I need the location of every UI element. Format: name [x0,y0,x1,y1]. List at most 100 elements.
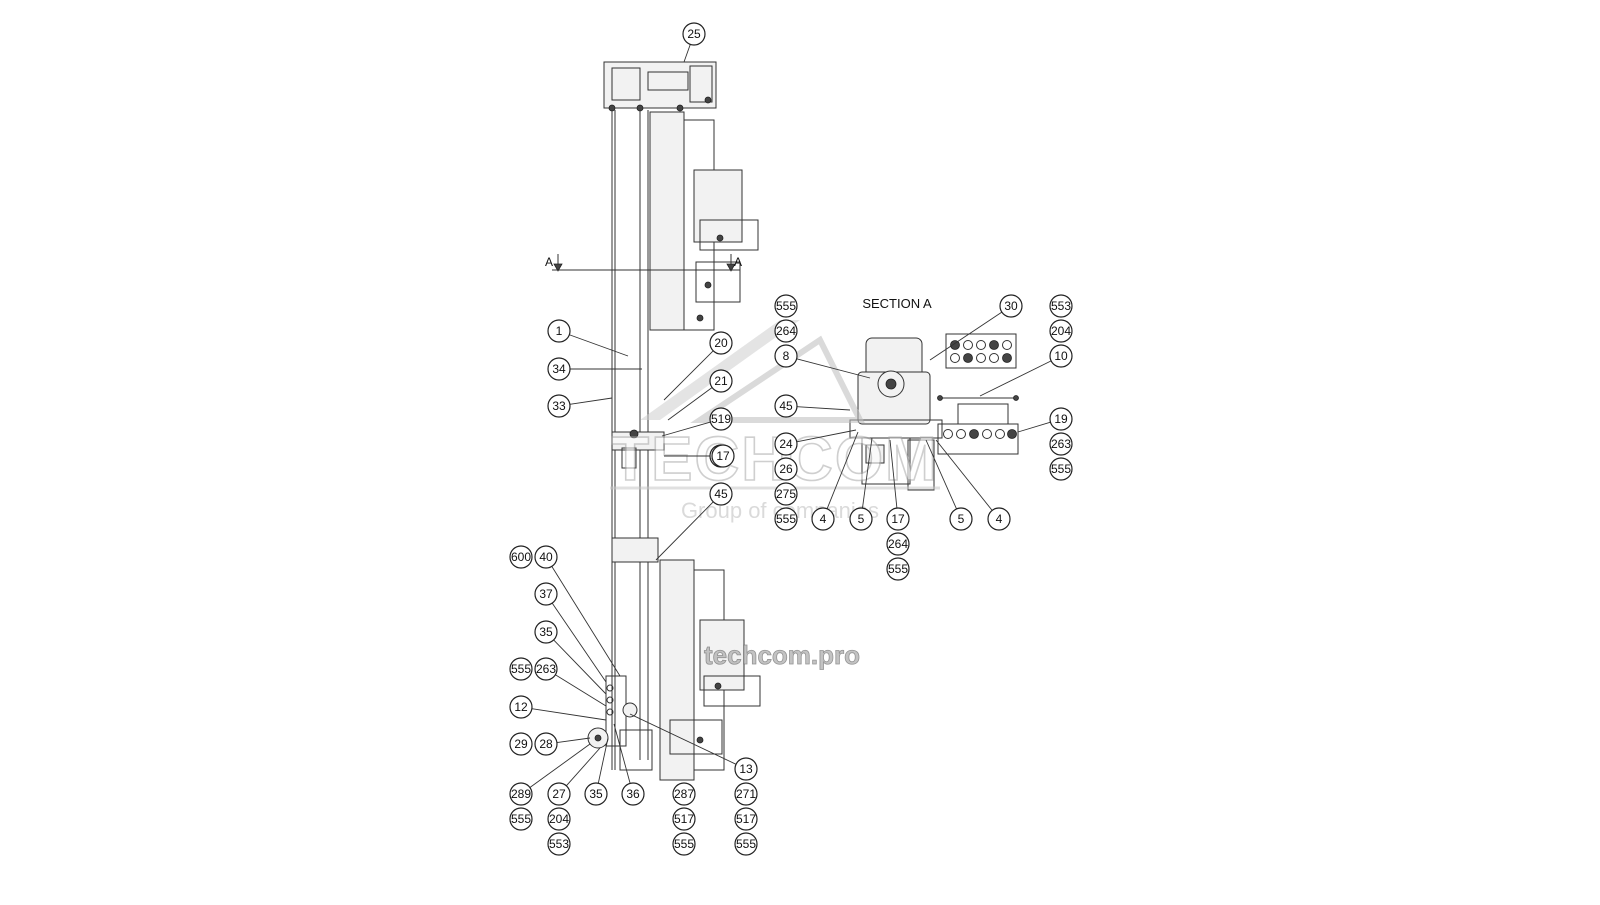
callout-circle [734,807,758,831]
callout-17: 17 [886,507,910,531]
callout-circle [682,22,706,46]
callout-555: 555 [774,294,798,318]
base-hole-3 [606,708,614,716]
callout-label: 264 [776,324,796,338]
callout-label: 17 [716,449,730,463]
manifold-fitting [963,340,973,350]
top-head-left-box [611,67,641,101]
callout-263: 263 [1049,432,1073,456]
callout-circle [999,294,1023,318]
callout-circle [709,482,733,506]
callout-circle [584,782,608,806]
callout-label: 29 [514,737,528,751]
callout-circle [509,807,533,831]
callout-label: 45 [714,487,728,501]
callout-label: 289 [511,787,531,801]
leader-line-c19 [1017,421,1051,433]
callout-circle [509,732,533,756]
callout-28: 28 [534,732,558,756]
callout-circle [774,457,798,481]
callout-label: 555 [776,299,796,313]
callout-label: 13 [739,762,753,776]
top-bolt-3 [676,104,684,112]
callout-label: 204 [1051,324,1071,338]
callout-circle [509,782,533,806]
section-arrowhead-left [553,263,563,272]
watermark-logo-stroke-2 [690,335,865,423]
section-lower-block [861,437,911,485]
manifold-lower [937,423,1019,455]
manifold-fitting [943,429,953,439]
callout-circle [774,319,798,343]
callout-label: 600 [511,550,531,564]
watermark-site: techcom.pro [704,640,860,670]
lower-carriage-rail [659,559,695,781]
leader-line-c21 [667,387,713,421]
leader-line-c25 [683,44,691,63]
callout-600: 600 [509,545,533,569]
callout-label: 20 [714,336,728,350]
middle-clamp-bolt [629,429,639,439]
callout-label: 553 [1051,299,1071,313]
callout-circle [672,782,696,806]
manifold-fittings [943,340,1017,439]
callout-circle [774,344,798,368]
callout-label: 5 [958,512,965,526]
callout-label: 33 [552,399,566,413]
callout-label: 263 [536,662,556,676]
callout-label: 287 [674,787,694,801]
callout-30: 30 [999,294,1023,318]
callout-circle [886,532,910,556]
callout-circle [672,832,696,856]
callout-20: 20 [709,331,733,355]
callout-label: 25 [687,27,701,41]
top-head-right-box [689,65,713,103]
leader-line-c289 [529,743,591,788]
callout-35: 35 [534,620,558,644]
lower-motor [699,619,745,691]
callout-circle [672,807,696,831]
leader-line-c20 [663,350,714,401]
callout-bubbles: 2513433202151951745600403735555263122928… [509,22,1073,856]
callout-13: 13 [734,757,758,781]
manifold-fitting [1002,340,1012,350]
callout-label: 10 [1054,349,1068,363]
callout-circle [709,331,733,355]
leader-line-c36 [613,723,631,784]
callout-label: 263 [1051,437,1071,451]
callout-label: 4 [820,512,827,526]
callout-label: 45 [779,399,793,413]
callout-circle [534,732,558,756]
callout-circle [547,807,571,831]
base-hole-2 [606,696,614,704]
callout-label: 30 [1004,299,1018,313]
callout-275: 275 [774,482,798,506]
callout-circle [774,432,798,456]
callout-circle [711,444,735,468]
callout-label: 37 [539,587,553,601]
manifold-bracket [957,403,1009,425]
mast-assembly [552,61,761,781]
callout-circle [886,557,910,581]
callout-264: 264 [774,319,798,343]
callout-label: 517 [674,812,694,826]
callout-circle [547,319,571,343]
callout-21: 21 [709,369,733,393]
leader-line-c17b [889,439,898,509]
callout-34: 34 [547,357,571,381]
upper-carriage-rail [649,111,685,331]
manifold-fitting [956,429,966,439]
callout-label: 17 [891,512,905,526]
middle-clamp-foot [621,447,637,469]
leader-line-c263a [555,674,607,707]
leader-line-c45b [796,406,851,411]
manifold-fitting [1007,429,1017,439]
callout-4: 4 [987,507,1011,531]
leader-line-c35b [597,737,609,784]
leader-line-c40 [551,566,621,677]
callout-26: 26 [774,457,798,481]
section-arrowhead-right [726,263,736,272]
callout-label: 21 [714,374,728,388]
